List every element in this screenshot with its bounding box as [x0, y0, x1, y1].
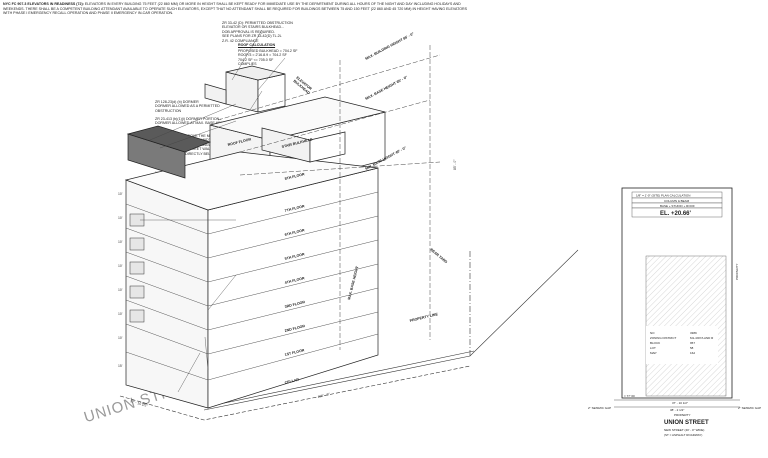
floor-label-cellar: CELLAR — [284, 377, 300, 385]
plan-dim-top: 37' - 10 1/2" — [672, 401, 688, 405]
plan-info-label-3: LOT — [650, 346, 656, 350]
floor-label-6: 6TH FLOOR — [284, 228, 305, 237]
total-height-dimension: 85' - 0" — [453, 159, 457, 170]
elevator-readiness-note: NYC FC 907.3 ELEVATORS IN READINESS (72)… — [3, 2, 473, 16]
balcony — [129, 285, 145, 299]
plan-legend-row2: BASE + STUDIO + ROOF — [660, 204, 695, 208]
floor-height-4: 10' — [118, 288, 123, 292]
plan-info-value-4: 16d — [690, 351, 695, 355]
floor-labels: 8TH FLOOR 7TH FLOOR 6TH FLOOR 5TH FLOOR … — [284, 172, 306, 385]
plan-dim-bottom: 38' - 2 1/2" — [670, 408, 684, 412]
height-lines — [217, 45, 441, 350]
property-line-label: PROPERTY LINE — [409, 312, 439, 323]
note-roof-calc: PROPOSED BULKHEAD = 704.2 SF ROOF/3 = 2'… — [238, 49, 298, 67]
plan-info-value-1: M1-4/R7A AND R — [690, 336, 714, 340]
balcony — [129, 237, 145, 251]
plan-title: UNION STREET — [664, 420, 709, 426]
floor-label-2: 2ND FLOOR — [284, 324, 306, 333]
floor-lines — [125, 191, 379, 381]
plan-info-label-2: BLOCK — [650, 341, 660, 345]
plan-bottom-left: = 77' 00 — [624, 394, 635, 398]
floor-label-5: 5TH FLOOR — [284, 252, 305, 261]
floor-height-5: 10' — [118, 264, 123, 268]
plan-info-value-3: 58 — [690, 346, 694, 350]
plan-info-value-2: 957 — [690, 341, 695, 345]
plan-property-label: PROPERTY — [674, 413, 690, 417]
floor-label-3: 3RD FLOOR — [284, 300, 306, 309]
elevator-readiness-body: ELEVATORS IN EVERY BUILDING 75 FEET (22 … — [3, 2, 468, 15]
roof-floor-label: ROOF FLOOR — [227, 137, 252, 147]
floor-label-1: 1ST FLOOR — [284, 348, 305, 357]
plan-info-label-0: NO — [650, 331, 655, 335]
plan-subtitle2: (ST = ASPHALT ROADWAY) — [664, 433, 702, 437]
floor-height-6: 10' — [118, 240, 123, 244]
balcony — [129, 309, 145, 323]
note-permitted-obstruction: ZR 33-42 (D): PERMITTED OBSTRUCTION ELEV… — [222, 21, 293, 43]
floor-height-8: 10' — [118, 192, 123, 196]
floor-heights: 10' 10' 10' 10' 10' 10' 10' 15' — [118, 192, 123, 368]
leader-lines — [140, 29, 286, 393]
floor-height-2: 10' — [118, 336, 123, 340]
floor-height-1: 15' — [118, 364, 123, 368]
plan-legend-row1: COLUMN & BEAM — [664, 199, 690, 203]
rear-yard-label: REAR YARD — [429, 248, 448, 265]
plan-seismic-left: 2" SEISMIC GAP — [588, 406, 611, 410]
building-mass — [124, 65, 386, 409]
max-building-height-label: MAX. BUILDING HEIGHT 85' - 0" — [365, 32, 415, 61]
floor-label-7: 7TH FLOOR — [284, 204, 305, 213]
floor-height-7: 10' — [118, 216, 123, 220]
plan-info-value-0: 3389 — [690, 331, 697, 335]
note-dormer: ZR 128-23(d) (b) DORMER DORMER ALLOWED A… — [155, 100, 220, 113]
site-lines — [119, 249, 579, 421]
site-plan: 1/8" = 1'-0" (SITE) PLAN CALCULATION COL… — [588, 187, 761, 437]
side-depth-dimension: 100' - 0" — [317, 392, 331, 399]
plan-elevation: EL. +20.66' — [660, 211, 692, 217]
floor-label-8: 8TH FLOOR — [284, 172, 305, 181]
plan-info-label-4: MAP — [650, 351, 657, 355]
note-roof-calc-title: ROOF CALCULATION — [238, 43, 276, 47]
plan-info-label-1: ZONING DISTRICT — [650, 336, 676, 340]
stair-bulkhead-label: STAIR BULKHEAD — [281, 137, 313, 149]
plan-subtitle1: NEW STREET (40' - 0" WIDE) — [664, 428, 704, 432]
floor-height-3: 10' — [118, 312, 123, 316]
plan-legend-heading: 1/8" = 1'-0" (SITE) PLAN CALCULATION — [636, 194, 690, 198]
front-width-dimension: 37' - 10 1/2" — [130, 399, 149, 408]
plan-seismic-right: 2" SEISMIC GAP — [738, 406, 761, 410]
plan-side-label: PROPERTY — [735, 264, 739, 280]
floor-label-4: 4TH FLOOR — [284, 276, 305, 285]
balcony — [129, 261, 145, 275]
elevator-bulkhead-label: ELEVATORBULKHEAD — [293, 76, 314, 96]
max-base-height-label: MAX. BASE HEIGHT 65' - 0" — [365, 75, 409, 101]
elevator-readiness-title: NYC FC 907.3 ELEVATORS IN READINESS (72)… — [3, 2, 84, 6]
